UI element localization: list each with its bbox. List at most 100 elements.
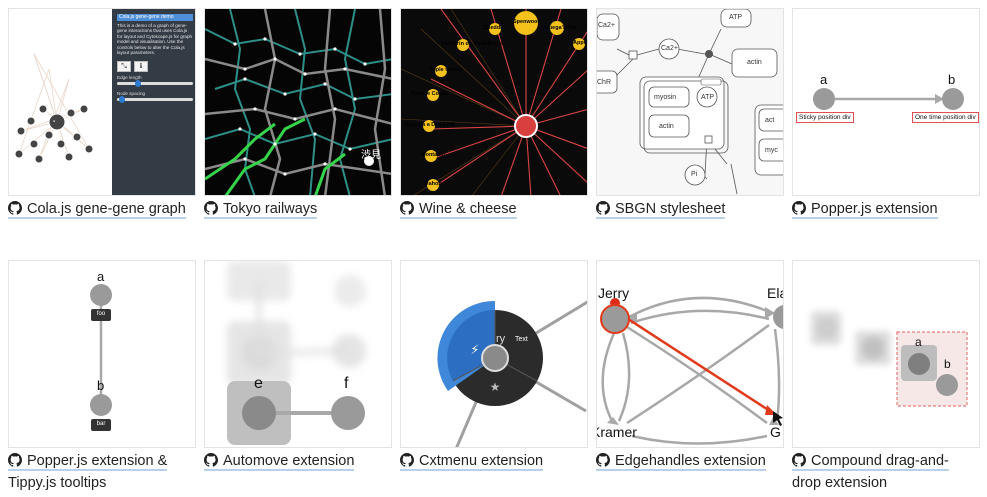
tokyo-station-label: 渋見: [361, 150, 381, 161]
thumbnail-cola[interactable]: Cola.js gene-gene demo This is a demo of…: [8, 8, 196, 196]
demo-link-wine[interactable]: Wine & cheese: [400, 201, 517, 219]
edgehandles-node-kramer-label: Kramer: [597, 424, 637, 440]
sbgn-node-ca2-left: Ca2+: [598, 22, 615, 29]
cxtmenu-preview: ★ ⚡: [401, 261, 587, 447]
wine-cheese-preview: [401, 9, 587, 195]
cxtmenu-text-item[interactable]: Text: [515, 336, 528, 343]
tippy-preview: [9, 261, 195, 447]
thumbnail-tippy[interactable]: a b foo bar: [8, 260, 196, 448]
github-icon: [204, 201, 218, 215]
sbgn-node-atp: ATP: [729, 14, 743, 21]
caption-cola: Cola.js gene-gene graph: [8, 198, 196, 220]
caption-automove: Automove extension: [204, 450, 392, 472]
wine-node-label-9: Montasio: [421, 152, 446, 158]
github-icon: [400, 201, 414, 215]
wine-node-label-8: Robiola a Due Latti: [405, 122, 455, 128]
cxtmenu-item-partial: ry: [496, 333, 506, 345]
demo-link-automove[interactable]: Automove extension: [204, 453, 355, 471]
demo-link-edgehandles[interactable]: Edgehandles extension: [596, 453, 766, 471]
thumbnail-edgehandles[interactable]: Jerry Ela Kramer G: [596, 260, 784, 448]
cola-center-label: ●: [53, 119, 56, 123]
github-icon: [596, 201, 610, 215]
cola-fit-button[interactable]: ⤡: [117, 61, 131, 72]
caption-cxtmenu: Cxtmenu extension: [400, 450, 588, 472]
demo-label-sbgn: SBGN stylesheet: [615, 201, 726, 217]
compound-node-b-label: b: [944, 357, 951, 371]
demo-label-edgehandles: Edgehandles extension: [615, 453, 766, 469]
demo-link-tippy[interactable]: Popper.js extension & Tippy.js tooltips: [8, 453, 196, 494]
thumbnail-popper[interactable]: a b Sticky position div One time positio…: [792, 8, 980, 196]
demo-label-wine: Wine & cheese: [419, 201, 517, 217]
demo-label-cxtmenu: Cxtmenu extension: [419, 453, 544, 469]
github-icon: [8, 201, 22, 215]
popper-onetime-div: One time position div: [912, 112, 979, 123]
compound-dnd-preview: [793, 261, 979, 447]
demo-link-popper[interactable]: Popper.js extension: [792, 201, 938, 219]
github-icon: [792, 453, 806, 467]
svg-text:★: ★: [490, 380, 501, 394]
demo-link-tokyo[interactable]: Tokyo railways: [204, 201, 318, 219]
automove-node-f-label: f: [344, 375, 349, 392]
sbgn-node-myc: myc: [765, 147, 778, 154]
caption-compound: Compound drag-and-drop extension: [792, 450, 980, 494]
caption-tokyo: Tokyo railways: [204, 198, 392, 220]
wine-node-label-4: Afuega'l Pitu: [543, 25, 577, 31]
edgehandles-node-jerry-label: Jerry: [598, 285, 630, 301]
wine-node-label-7: Tomme Couleur: [411, 91, 453, 97]
wine-node-label-10: Mahon: [424, 181, 442, 187]
cola-slider-label-2: Node spacing: [117, 91, 146, 96]
wine-node-label-1: Cheddar: [483, 25, 506, 31]
sbgn-node-actin-inner: actin: [659, 123, 674, 130]
popper-node-b-label: b: [948, 72, 956, 87]
github-icon: [792, 201, 806, 215]
thumbnail-wine[interactable]: Cheddar Spenwood Vacherin du Haut-Doubs …: [400, 8, 588, 196]
cola-info-button[interactable]: ℹ: [134, 61, 148, 72]
github-icon: [596, 453, 610, 467]
demo-link-cxtmenu[interactable]: Cxtmenu extension: [400, 453, 544, 471]
edgehandles-node-elaine-label: Ela: [767, 285, 783, 301]
tippy-node-a-label: a: [97, 269, 105, 284]
caption-sbgn: SBGN stylesheet: [596, 198, 784, 220]
demo-label-tippy-1: Popper.js extension &: [27, 453, 168, 469]
tippy-tooltip-foo: foo: [96, 311, 106, 317]
popper-preview: [793, 9, 979, 195]
thumbnail-compound[interactable]: a b: [792, 260, 980, 448]
tippy-node-b-label: b: [97, 378, 105, 393]
github-icon: [400, 453, 414, 467]
demo-link-sbgn[interactable]: SBGN stylesheet: [596, 201, 726, 219]
demo-label-compound-2: drop extension: [792, 475, 888, 491]
github-icon: [204, 453, 218, 467]
cola-graph-preview: [9, 9, 195, 195]
popper-node-a-label: a: [820, 72, 828, 87]
compound-node-a-label: a: [915, 335, 922, 349]
cola-slider-label-1: Edge length: [117, 75, 142, 80]
cola-panel-text: This is a demo of a graph of gene-gene i…: [117, 23, 193, 56]
thumbnail-tokyo[interactable]: 渋見: [204, 8, 392, 196]
sbgn-preview: [597, 9, 783, 195]
demo-label-popper: Popper.js extension: [811, 201, 938, 217]
sbgn-node-actin: actin: [747, 59, 762, 66]
demo-link-compound[interactable]: Compound drag-and-drop extension: [792, 453, 980, 494]
automove-node-e-label: e: [254, 375, 263, 392]
cola-panel-title: Cola.js gene-gene demo: [117, 14, 193, 21]
caption-popper: Popper.js extension: [792, 198, 980, 220]
wine-node-label-3: Vacherin du Haut-Doubs: [441, 41, 505, 47]
sbgn-node-act: act: [765, 117, 775, 124]
edgehandles-node-george-label: G: [770, 424, 781, 440]
demo-label-automove: Automove extension: [223, 453, 355, 469]
svg-text:⚡: ⚡: [470, 343, 479, 358]
thumbnail-cxtmenu[interactable]: ★ ⚡ ry Text: [400, 260, 588, 448]
thumbnail-sbgn[interactable]: Ca2+ Ca2+ ATP actin ChR myosin ATP actin…: [596, 8, 784, 196]
tippy-tooltip-bar: bar: [96, 421, 106, 427]
sbgn-node-pi: Pi: [691, 171, 698, 178]
wine-node-label-2: Spenwood: [513, 19, 541, 25]
demo-link-cola[interactable]: Cola.js gene-gene graph: [8, 201, 186, 219]
demo-label-compound-1: Compound drag-and-: [811, 453, 949, 469]
thumbnail-automove[interactable]: e f: [204, 260, 392, 448]
wine-node-label-5: Appe: [573, 40, 587, 46]
cola-slider-2[interactable]: [117, 96, 193, 103]
sbgn-node-myosin: myosin: [654, 94, 677, 101]
cola-slider-1[interactable]: [117, 80, 193, 87]
wine-node-label-6: Triple Creme: [429, 67, 463, 73]
github-icon: [8, 453, 22, 467]
